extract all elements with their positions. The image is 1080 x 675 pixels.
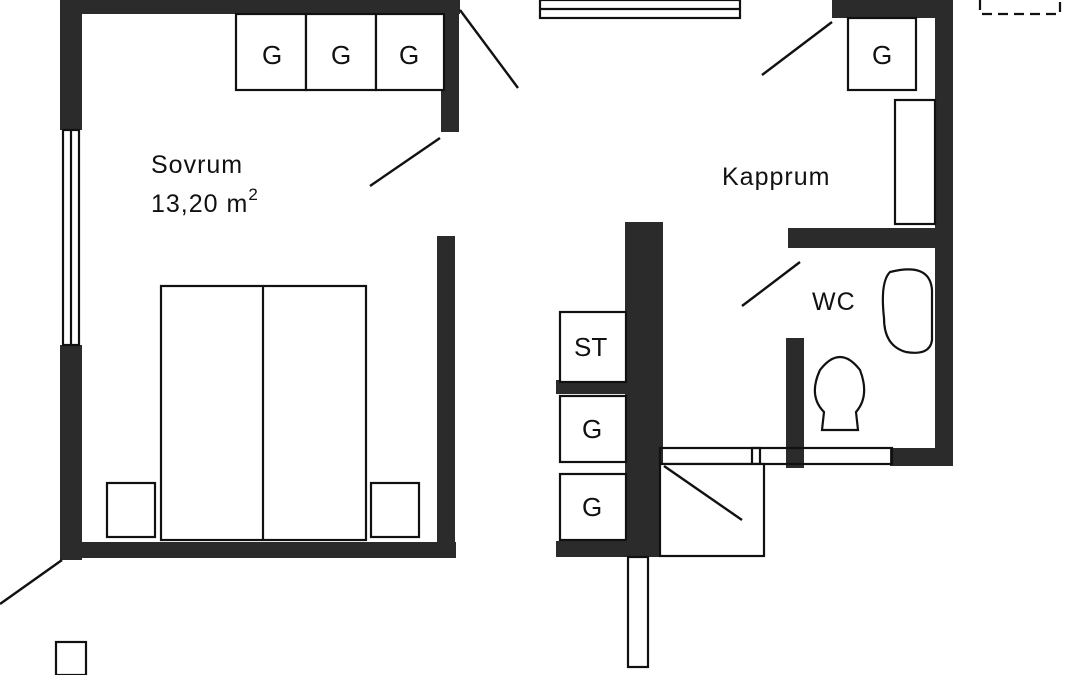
kapprum-name: Kapprum — [722, 163, 830, 191]
toilet — [813, 355, 866, 432]
washbasin — [881, 268, 934, 354]
bedroom-walls — [60, 0, 460, 560]
wardrobe-box — [846, 16, 918, 92]
double-bed — [159, 284, 368, 542]
wardrobe-box — [374, 12, 446, 92]
storage-column: ST G G — [558, 310, 628, 542]
corner-mark — [978, 0, 1062, 16]
cabinet — [658, 462, 766, 558]
bedroom-area: 13,20 m2 — [151, 185, 259, 218]
door-swings — [0, 9, 833, 605]
wardrobe-label: G — [582, 492, 602, 522]
wardrobe-row-top: G G G — [234, 12, 446, 92]
kapprum-walls — [556, 0, 953, 669]
wardrobe-label: G — [582, 414, 602, 444]
top-window — [538, 0, 742, 20]
wardrobe-label: G — [872, 40, 892, 70]
storage-label: ST — [574, 332, 607, 362]
nightstand-right — [369, 481, 421, 539]
wall-stub — [54, 640, 88, 675]
wardrobe-label: G — [331, 40, 351, 70]
shelf-unit — [893, 98, 937, 226]
wc-name: WC — [812, 288, 856, 316]
bedroom-name: Sovrum — [151, 151, 243, 179]
nightstand-left — [105, 481, 157, 539]
wardrobe-label: G — [262, 40, 282, 70]
wardrobe-label: G — [399, 40, 419, 70]
